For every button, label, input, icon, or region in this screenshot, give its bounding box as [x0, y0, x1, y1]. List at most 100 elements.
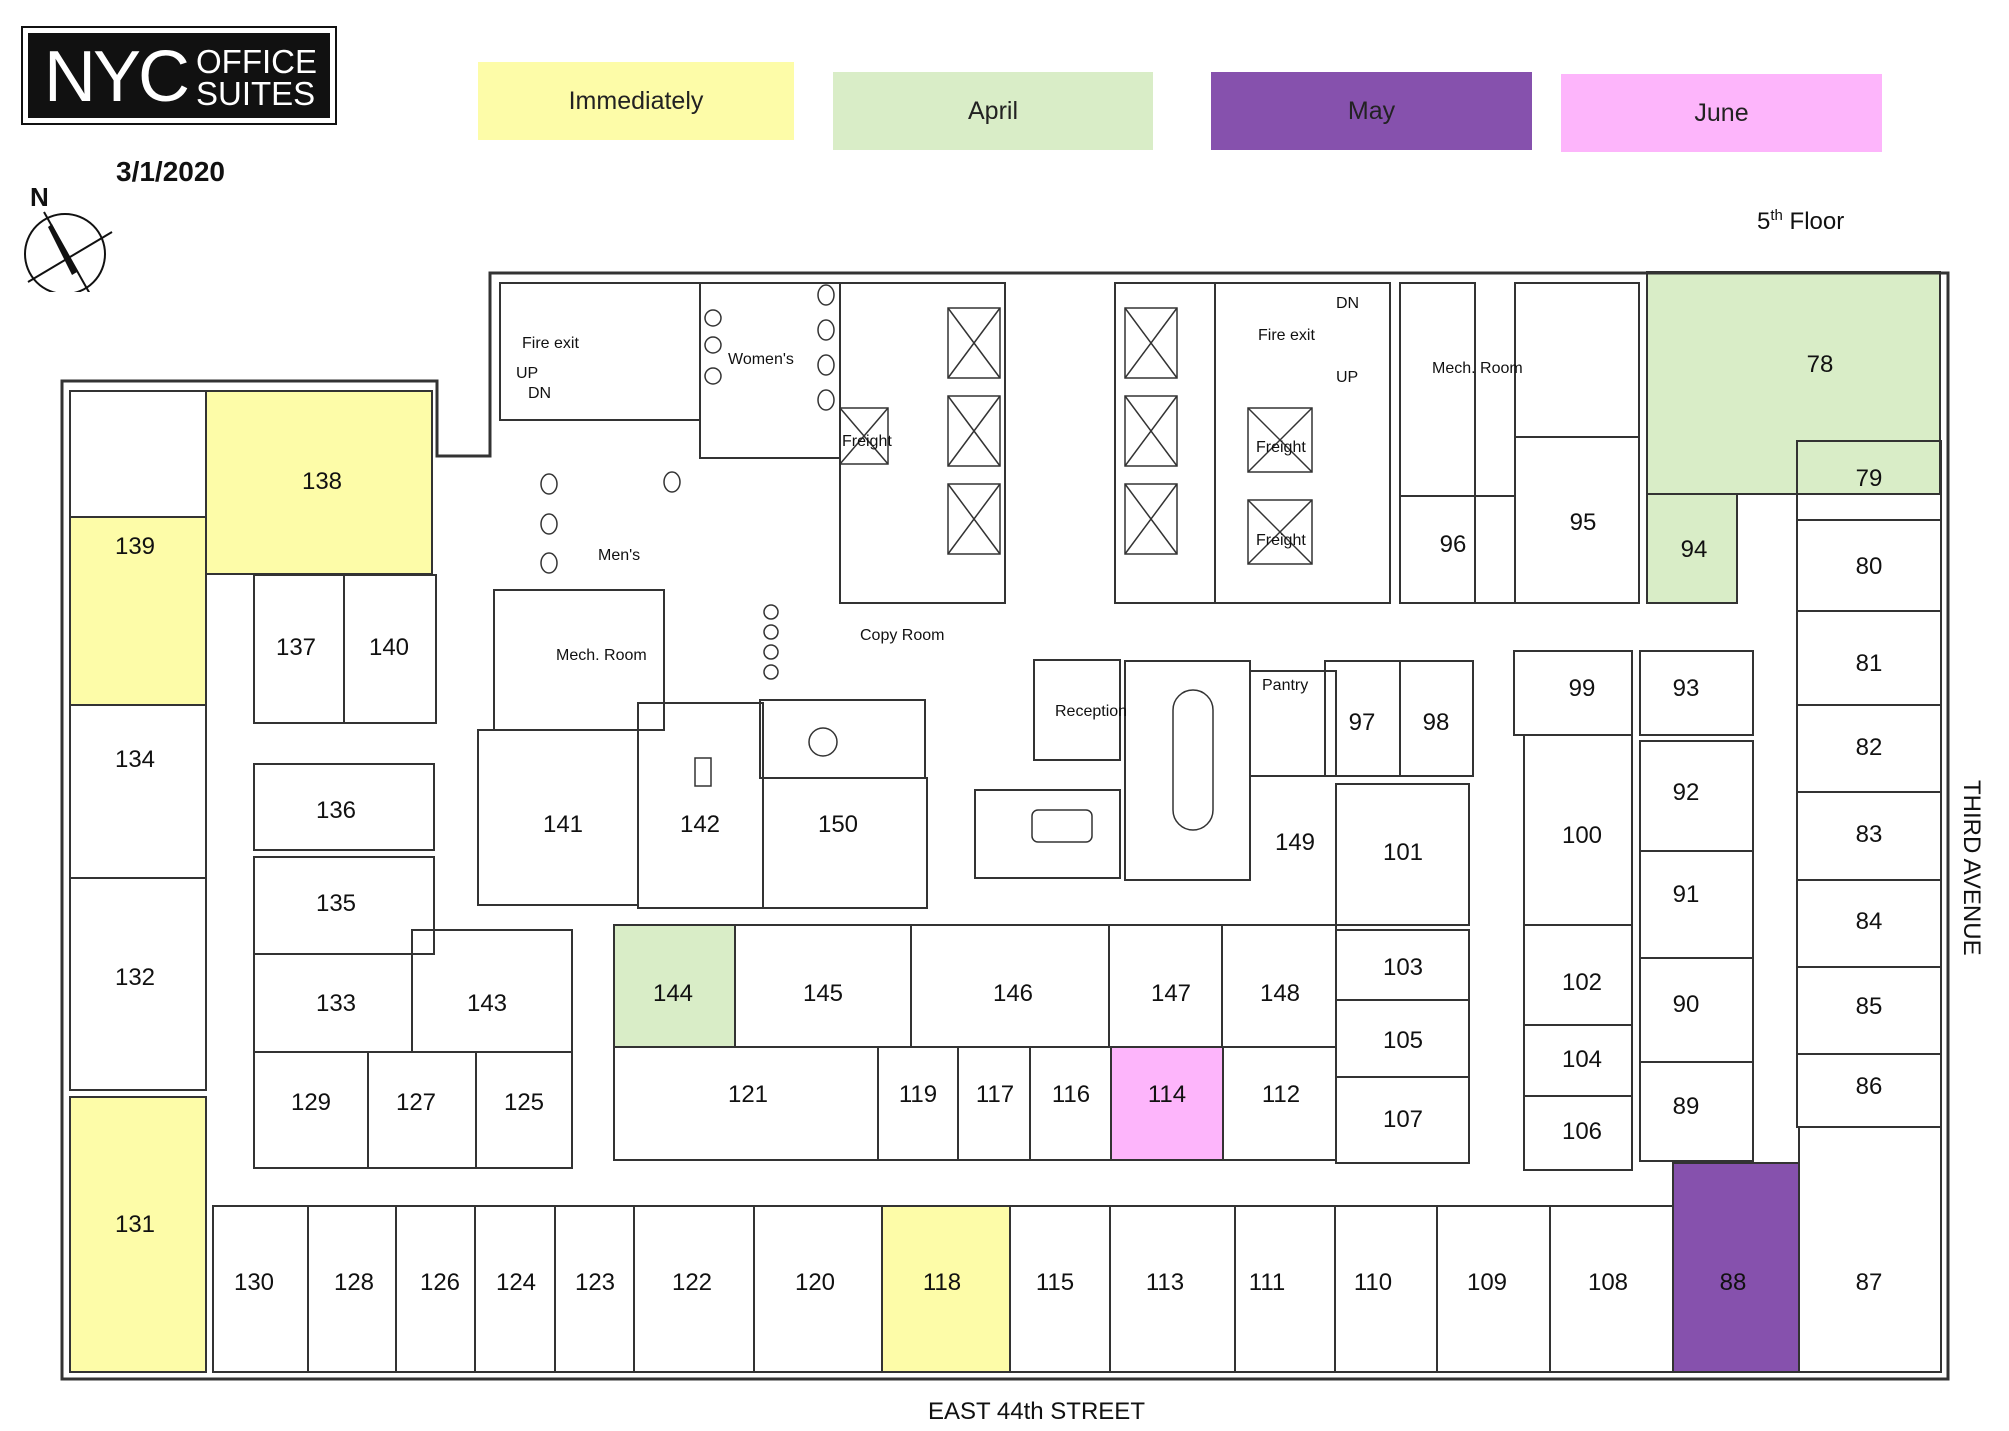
room-128-label[interactable]: 128 — [334, 1269, 374, 1296]
room-145-label[interactable]: 145 — [803, 980, 843, 1007]
room-83-label[interactable]: 83 — [1856, 821, 1883, 848]
room-87-label[interactable]: 87 — [1856, 1269, 1883, 1296]
room-147-label[interactable]: 147 — [1151, 980, 1191, 1007]
room-96-label[interactable]: 96 — [1440, 531, 1467, 558]
room-81-label[interactable]: 81 — [1856, 650, 1883, 677]
fire-exit-label-west: Fire exit — [522, 335, 579, 352]
room-149-label[interactable]: 149 — [1275, 829, 1315, 856]
room-131-label[interactable]: 131 — [115, 1211, 155, 1238]
room-labels: 78 79 80 81 82 83 84 85 86 87 88 89 90 91 92 93 94 95 96 97… — [115, 351, 1882, 1296]
room-120-label[interactable]: 120 — [795, 1269, 835, 1296]
room-125-label[interactable]: 125 — [504, 1089, 544, 1116]
mens-restroom-label: Men's — [598, 547, 640, 564]
room-122-label[interactable]: 122 — [672, 1269, 712, 1296]
mech-room-label-east: Mech. Room — [1432, 360, 1523, 377]
room-98-label[interactable]: 98 — [1423, 709, 1450, 736]
room-139-availability-fill — [70, 517, 206, 705]
room-107-label[interactable]: 107 — [1383, 1106, 1423, 1133]
room-134-label[interactable]: 134 — [115, 746, 155, 773]
room-124-label[interactable]: 124 — [496, 1269, 536, 1296]
room-115-label[interactable]: 115 — [1036, 1269, 1074, 1296]
room-108-label[interactable]: 108 — [1588, 1269, 1628, 1296]
room-95-label[interactable]: 95 — [1570, 509, 1597, 536]
room-129-label[interactable]: 129 — [291, 1089, 331, 1116]
room-78-label[interactable]: 78 — [1807, 351, 1834, 378]
fire-exit-label-east: Fire exit — [1258, 327, 1315, 344]
room-92-label[interactable]: 92 — [1673, 779, 1700, 806]
room-99-label[interactable]: 99 — [1569, 675, 1596, 702]
stair-dn-label-east: DN — [1336, 295, 1359, 312]
room-114-label[interactable]: 114 — [1148, 1081, 1186, 1108]
legend-june: June — [1561, 74, 1882, 152]
floor-label: 5th Floor — [1757, 207, 1844, 236]
room-101-label[interactable]: 101 — [1383, 839, 1423, 866]
room-97-label[interactable]: 97 — [1349, 709, 1376, 736]
room-89-label[interactable]: 89 — [1673, 1093, 1700, 1120]
room-91-label[interactable]: 91 — [1673, 881, 1700, 908]
room-79-label[interactable]: 79 — [1856, 465, 1883, 492]
room-104-label[interactable]: 104 — [1562, 1046, 1602, 1073]
room-118-availability-fill — [882, 1206, 1010, 1372]
room-86-label[interactable]: 86 — [1856, 1073, 1883, 1100]
availability-fills — [70, 272, 1940, 1372]
room-139-label[interactable]: 139 — [115, 533, 155, 560]
room-136-label[interactable]: 136 — [316, 797, 356, 824]
room-93-label[interactable]: 93 — [1673, 675, 1700, 702]
room-82-label[interactable]: 82 — [1856, 734, 1883, 761]
room-94-label[interactable]: 94 — [1681, 536, 1708, 563]
legend-immediately-label: Immediately — [568, 86, 704, 115]
room-130-label[interactable]: 130 — [234, 1269, 274, 1296]
room-105-label[interactable]: 105 — [1383, 1027, 1423, 1054]
room-135-label[interactable]: 135 — [316, 890, 356, 917]
room-141-label[interactable]: 141 — [543, 811, 583, 838]
room-144-availability-fill — [614, 925, 735, 1047]
room-137-label[interactable]: 137 — [276, 634, 316, 661]
room-106-label[interactable]: 106 — [1562, 1118, 1602, 1145]
pantry-label: Pantry — [1262, 677, 1308, 694]
room-102-label[interactable]: 102 — [1562, 969, 1602, 996]
legend-april-label: April — [967, 96, 1018, 125]
logo-office-text: OFFICE — [196, 43, 317, 80]
logo-background: NYC OFFICE SUITES — [28, 33, 330, 118]
nyc-office-suites-logo: NYC OFFICE SUITES — [21, 26, 337, 125]
room-111-label[interactable]: 111 — [1249, 1269, 1285, 1296]
copy-room-label: Copy Room — [860, 627, 944, 644]
room-118-label[interactable]: 118 — [923, 1269, 961, 1296]
room-140-label[interactable]: 140 — [369, 634, 409, 661]
room-112-label[interactable]: 112 — [1262, 1081, 1300, 1108]
room-88-availability-fill — [1673, 1163, 1799, 1372]
room-123-label[interactable]: 123 — [575, 1269, 615, 1296]
room-142-label[interactable]: 142 — [680, 811, 720, 838]
room-138-label[interactable]: 138 — [302, 468, 342, 495]
room-150-label[interactable]: 150 — [818, 811, 858, 838]
room-117-label[interactable]: 117 — [976, 1081, 1014, 1108]
room-119-label[interactable]: 119 — [899, 1081, 937, 1108]
floor-number: 5 — [1757, 208, 1771, 235]
room-121-label[interactable]: 121 — [728, 1081, 768, 1108]
room-88-label[interactable]: 88 — [1720, 1269, 1747, 1296]
room-144-label[interactable]: 144 — [653, 980, 693, 1007]
room-90-label[interactable]: 90 — [1673, 991, 1700, 1018]
logo-nyc-text: NYC — [44, 37, 190, 117]
room-80-label[interactable]: 80 — [1856, 553, 1883, 580]
room-133-label[interactable]: 133 — [316, 990, 356, 1017]
room-143-label[interactable]: 143 — [467, 990, 507, 1017]
freight-label-2: Freight — [1256, 439, 1306, 456]
room-84-label[interactable]: 84 — [1856, 908, 1883, 935]
room-109-label[interactable]: 109 — [1467, 1269, 1507, 1296]
room-132-label[interactable]: 132 — [115, 964, 155, 991]
stair-up-label-east: UP — [1336, 369, 1358, 386]
legend-april: April — [833, 72, 1153, 150]
room-146-label[interactable]: 146 — [993, 980, 1033, 1007]
room-113-label[interactable]: 113 — [1146, 1269, 1184, 1296]
room-100-label[interactable]: 100 — [1562, 822, 1602, 849]
freight-label-1: Freight — [842, 433, 892, 450]
room-127-label[interactable]: 127 — [396, 1089, 436, 1116]
room-148-label[interactable]: 148 — [1260, 980, 1300, 1007]
room-116-label[interactable]: 116 — [1052, 1081, 1090, 1108]
room-110-label[interactable]: 110 — [1354, 1269, 1392, 1296]
room-85-label[interactable]: 85 — [1856, 993, 1883, 1020]
plan-walls — [60, 271, 1950, 1381]
room-126-label[interactable]: 126 — [420, 1269, 460, 1296]
room-103-label[interactable]: 103 — [1383, 954, 1423, 981]
